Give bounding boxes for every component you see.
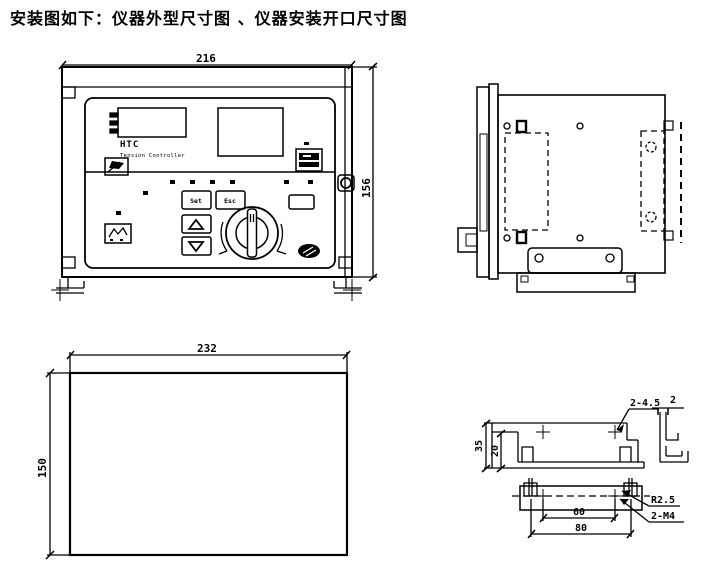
display-pin [109, 128, 119, 134]
thread-callout: 2-M4 [619, 498, 684, 523]
front-width-dim-label: 216 [196, 52, 216, 65]
clip-block [515, 119, 528, 134]
knob-scale-right [276, 223, 284, 252]
hole-pitch-dimension: 60 [539, 499, 619, 523]
down-arrow-icon [187, 241, 205, 253]
hole-cross [536, 425, 622, 439]
case-outline [61, 66, 353, 278]
page-title: 安装图如下：仪器外型尺寸图 、仪器安装开口尺寸图 [10, 9, 408, 28]
up-arrow-button [181, 214, 212, 234]
mounting-foot-left [51, 277, 85, 301]
hook-height-dim-label: 20 [490, 445, 501, 457]
opening-rect [68, 371, 349, 557]
set-button-label: Set [190, 197, 202, 205]
thickness-dim-label: 2 [670, 395, 676, 406]
corner-block [61, 256, 76, 269]
left-display [109, 107, 187, 138]
right-display [217, 107, 284, 157]
front-view: 216 156 [51, 52, 378, 301]
front-panel [84, 97, 336, 269]
terminal-block [457, 227, 478, 253]
hook-tab [663, 120, 674, 131]
bracket-front-detail: 2-4.5 35 20 2 [474, 395, 689, 473]
bracket-width-dimension: 80 [527, 499, 635, 539]
brand-subtitle-label: Tension Controller [120, 153, 185, 159]
thread-label: 2-M4 [651, 511, 675, 522]
holes-label: 2-4.5 [630, 398, 660, 409]
corner-block [61, 86, 76, 99]
radius-label: R2.5 [651, 495, 675, 506]
opening-width-dim-label: 232 [197, 342, 217, 355]
bracket-height-dim-label: 35 [474, 440, 485, 452]
holes-callout: 2-4.5 [616, 398, 660, 432]
printer-icon [295, 142, 323, 172]
opening-height-dim-label: 150 [36, 458, 49, 478]
led-dot [116, 211, 121, 215]
bracket-top-detail: 60 80 R2.5 2-M4 [512, 478, 684, 539]
bracket-plate [519, 485, 643, 511]
down-arrow-button [181, 236, 212, 256]
hook-tab [663, 230, 674, 241]
clip-block [515, 230, 528, 245]
buzzer-icon [298, 244, 320, 258]
opening-view: 232 150 [36, 342, 351, 560]
front-height-dim-label: 156 [360, 178, 373, 198]
opening-height-dimension: 150 [36, 368, 70, 560]
set-button: Set [181, 190, 212, 210]
rotary-knob [218, 206, 287, 260]
hook-height-dimension: 20 [490, 429, 506, 473]
side-view [457, 83, 682, 293]
led-row [116, 180, 313, 215]
dashed-hole [645, 211, 657, 223]
hole-pitch-dim-label: 60 [573, 507, 585, 518]
display-pin [109, 112, 119, 118]
led-dot [143, 191, 148, 195]
esc-button: Esc [215, 190, 246, 210]
waveform-icon [104, 223, 132, 244]
mounting-foot-right [333, 277, 362, 301]
output-flag-icon [104, 157, 129, 176]
hook-tab [521, 446, 534, 462]
dashed-cutout-left [504, 132, 549, 231]
dashed-hole [645, 141, 657, 153]
front-height-dimension: 156 [352, 62, 378, 282]
dashed-cutout-right [640, 130, 665, 232]
screw-holes [503, 122, 584, 242]
brand-label: HTC [120, 140, 139, 150]
radius-callout: R2.5 [621, 490, 680, 507]
side-latch [337, 174, 355, 192]
up-arrow-icon [187, 218, 205, 230]
esc-button-label: Esc [224, 197, 236, 205]
opening-width-dimension: 232 [66, 342, 351, 373]
corner-block [338, 256, 353, 269]
bracket-width-dim-label: 80 [575, 523, 587, 534]
display-pin [109, 120, 119, 126]
bracket-profile: 2 [652, 395, 689, 463]
blank-button [288, 194, 315, 210]
base-plate [516, 272, 636, 293]
bracket-height-dimension: 35 [474, 419, 492, 473]
hook-tab [619, 446, 632, 462]
knob-scale-left [220, 221, 228, 252]
tab-slots [523, 478, 638, 497]
